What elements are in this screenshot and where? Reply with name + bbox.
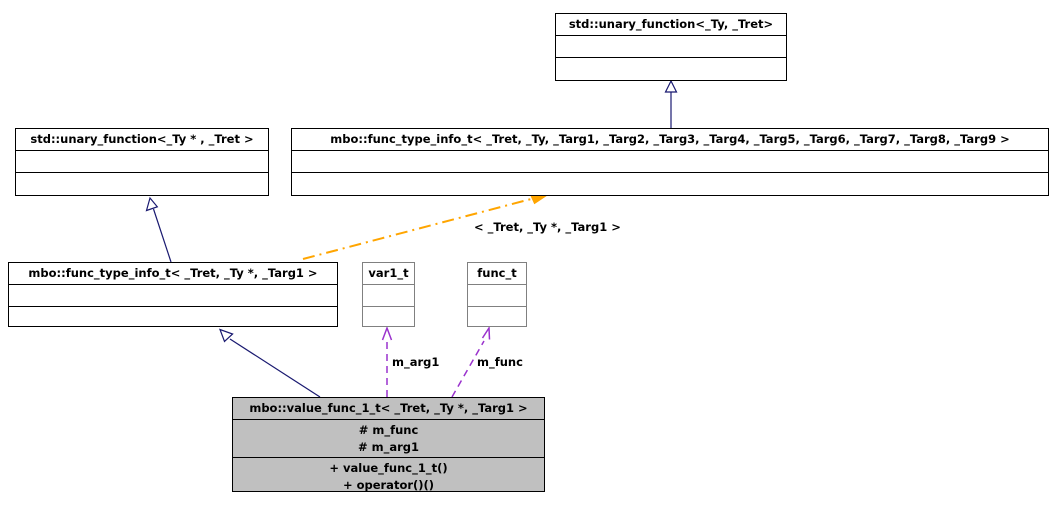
uml-class-std_unary_function_typtr_tret[interactable]: std::unary_function<_Ty * , _Tret > xyxy=(15,128,269,196)
compartment-divider xyxy=(9,306,337,307)
edge-line xyxy=(451,340,485,398)
uml-class-title: var1_t xyxy=(368,266,409,280)
uml-operations-compartment xyxy=(16,173,268,194)
compartment-divider xyxy=(468,306,526,307)
uml-attribute: # m_arg1 xyxy=(357,439,420,454)
compartment-divider xyxy=(292,150,1048,151)
edge-usage-m_arg1 xyxy=(381,325,393,397)
uml-class-std_unary_function_ty_tret[interactable]: std::unary_function<_Ty, _Tret> xyxy=(555,13,787,81)
edge-inherit-full-from-unary xyxy=(664,79,678,128)
uml-class-mbo_func_type_info_t_full[interactable]: mbo::func_type_info_t< _Tret, _Ty, _Targ… xyxy=(291,128,1049,196)
compartment-divider xyxy=(233,419,544,420)
edge-label-label-m_func: m_func xyxy=(477,355,523,369)
uml-operation: + value_func_1_t() xyxy=(329,461,448,476)
uml-class-title: mbo::func_type_info_t< _Tret, _Ty *, _Ta… xyxy=(28,266,318,280)
uml-attributes-compartment xyxy=(556,36,786,57)
compartment-divider xyxy=(16,172,268,173)
uml-operations-compartment xyxy=(292,173,1048,194)
edge-label-label-m_arg1: m_arg1 xyxy=(392,355,440,369)
uml-attributes-compartment xyxy=(9,285,337,306)
open-arrowhead xyxy=(381,325,393,341)
compartment-divider xyxy=(556,57,786,58)
uml-attributes-compartment xyxy=(16,151,268,172)
uml-class-func_t[interactable]: func_t xyxy=(467,262,527,327)
open-arrowhead xyxy=(481,325,491,340)
edge-line xyxy=(229,338,321,398)
uml-class-mbo_value_func_1_t[interactable]: mbo::value_func_1_t< _Tret, _Ty *, _Targ… xyxy=(232,397,545,492)
uml-class-title: mbo::func_type_info_t< _Tret, _Ty, _Targ… xyxy=(330,132,1010,146)
uml-attribute: # m_func xyxy=(358,423,419,437)
edge-line xyxy=(152,208,172,263)
uml-operations-compartment xyxy=(468,307,526,328)
uml-attributes-compartment xyxy=(292,151,1048,172)
uml-attributes-compartment xyxy=(468,285,526,306)
hollow-triangle-arrowhead xyxy=(664,79,678,93)
uml-operations-compartment xyxy=(9,307,337,328)
uml-class-mbo_func_type_info_t_spec[interactable]: mbo::func_type_info_t< _Tret, _Ty *, _Ta… xyxy=(8,262,338,327)
uml-operations-compartment xyxy=(556,58,786,79)
edge-inherit-valuefunc-from-spec xyxy=(218,328,321,398)
compartment-divider xyxy=(556,35,786,36)
uml-class-var1_t[interactable]: var1_t xyxy=(362,262,415,327)
uml-class-title: mbo::value_func_1_t< _Tret, _Ty *, _Targ… xyxy=(249,401,528,415)
compartment-divider xyxy=(468,284,526,285)
uml-class-title: std::unary_function<_Ty, _Tret> xyxy=(568,17,774,31)
compartment-divider xyxy=(16,150,268,151)
hollow-triangle-arrowhead xyxy=(145,196,159,212)
compartment-divider xyxy=(363,306,414,307)
uml-operation: + operator()() xyxy=(342,478,435,493)
edge-inherit-spec-from-unaryptr xyxy=(145,196,172,263)
uml-class-title: std::unary_function<_Ty * , _Tret > xyxy=(30,132,254,146)
compartment-divider xyxy=(292,172,1048,173)
compartment-divider xyxy=(233,457,544,459)
uml-class-title: func_t xyxy=(477,266,517,280)
compartment-divider xyxy=(363,284,414,285)
uml-attributes-compartment: # m_func # m_arg1 xyxy=(233,420,544,457)
edge-label-label-template: < _Tret, _Ty *, _Targ1 > xyxy=(474,220,621,234)
uml-operations-compartment: + value_func_1_t() + operator()() xyxy=(233,458,544,495)
compartment-divider xyxy=(9,284,337,285)
uml-operations-compartment xyxy=(363,307,414,328)
uml-attributes-compartment xyxy=(363,285,414,306)
hollow-triangle-arrowhead xyxy=(218,328,234,343)
